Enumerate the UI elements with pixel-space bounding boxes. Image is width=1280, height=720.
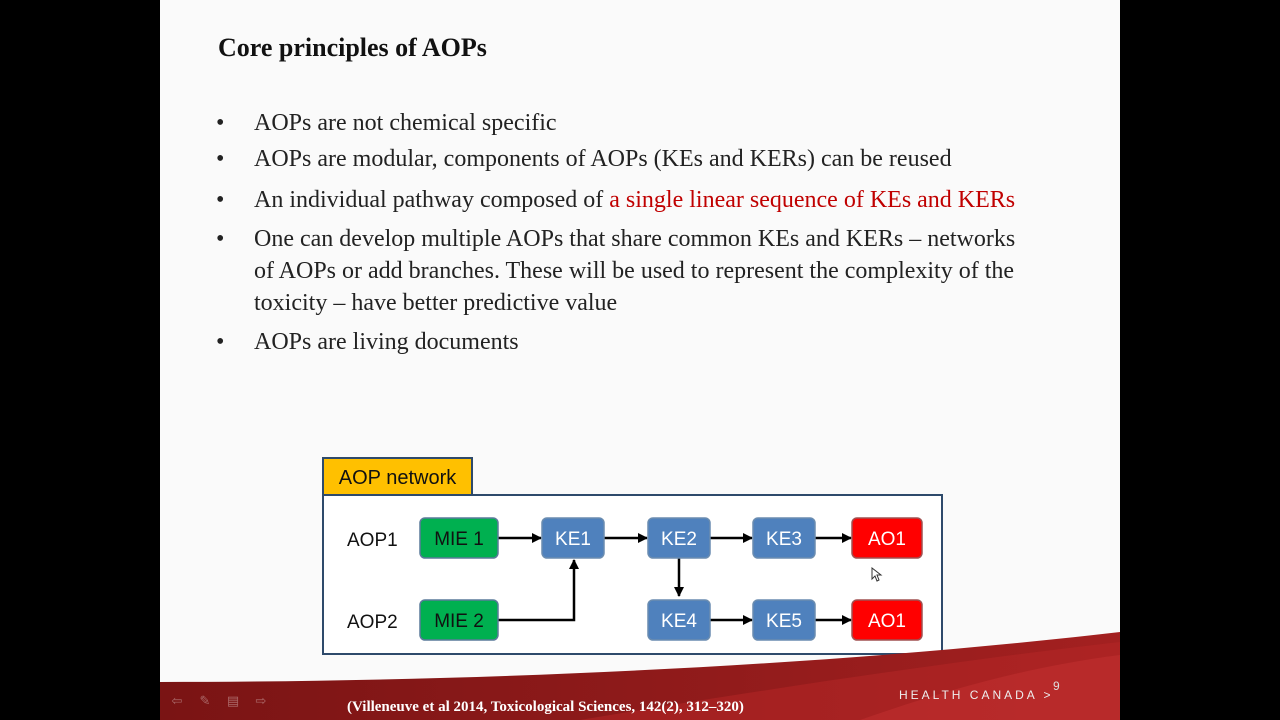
bullet-marker: •	[216, 146, 225, 172]
aop-network-svg: AOP1 AOP2 MIE 1 KE1 KE2	[347, 517, 923, 641]
slide-title: Core principles of AOPs	[218, 33, 487, 62]
menu-icon[interactable]: ▤	[226, 694, 240, 709]
bullet-text: AOPs are living documents	[254, 329, 519, 355]
bullet-marker: •	[216, 226, 225, 252]
svg-text:KE2: KE2	[661, 529, 697, 550]
svg-text:AO1: AO1	[868, 611, 906, 632]
organization-label: HEALTH CANADA >	[899, 688, 1054, 702]
node-ke2: KE2	[647, 517, 711, 559]
row-label-aop1: AOP1	[347, 530, 398, 551]
svg-text:AO1: AO1	[868, 529, 906, 550]
bullet-highlight-text: a single linear sequence of KEs and KERs	[609, 187, 1016, 213]
bullet-item: • An individual pathway composed of a si…	[214, 184, 1034, 216]
bullet-item: • AOPs are living documents	[214, 326, 1034, 358]
bullet-marker: •	[216, 329, 225, 355]
arrow-left-icon[interactable]: ⇦	[171, 694, 183, 709]
node-ke5: KE5	[752, 599, 816, 641]
bullet-item: • AOPs are modular, components of AOPs (…	[214, 143, 1034, 175]
slide-toolbar: ⇦ ✎ ▤ ⇨	[168, 694, 270, 710]
svg-text:KE3: KE3	[766, 529, 802, 550]
svg-text:KE1: KE1	[555, 529, 591, 550]
mouse-cursor-icon	[871, 567, 883, 582]
page-number: 9	[1053, 679, 1060, 693]
node-ke3: KE3	[752, 517, 816, 559]
citation: (Villeneuve et al 2014, Toxicological Sc…	[347, 699, 744, 715]
node-ke1: KE1	[541, 517, 605, 559]
node-ao1-top: AO1	[851, 517, 923, 559]
svg-text:KE4: KE4	[661, 611, 697, 632]
slide: Core principles of AOPs • AOPs are not c…	[160, 0, 1120, 720]
bullet-item: • One can develop multiple AOPs that sha…	[214, 223, 1034, 319]
row-label-aop2: AOP2	[347, 612, 398, 633]
pen-icon[interactable]: ✎	[199, 694, 211, 709]
aop-network-diagram: AOP1 AOP2 MIE 1 KE1 KE2	[322, 494, 943, 655]
bullet-list: • AOPs are not chemical specific • AOPs …	[214, 107, 1034, 358]
node-ao1-bottom: AO1	[851, 599, 923, 641]
node-ke4: KE4	[647, 599, 711, 641]
bullet-marker: •	[216, 110, 225, 136]
aop-network-tab: AOP network	[322, 457, 473, 495]
svg-text:MIE 2: MIE 2	[434, 611, 484, 632]
arrow-mie2-ke1	[498, 559, 579, 622]
bullet-text: AOPs are not chemical specific	[254, 110, 557, 136]
bullet-text: One can develop multiple AOPs that share…	[254, 226, 1016, 316]
svg-text:KE5: KE5	[766, 611, 802, 632]
node-mie1: MIE 1	[419, 517, 499, 559]
bullet-marker: •	[216, 187, 225, 213]
arrow-right-icon[interactable]: ⇨	[255, 694, 267, 709]
node-mie2: MIE 2	[419, 599, 499, 641]
footer-decoration	[160, 632, 1120, 720]
bullet-item: • AOPs are not chemical specific	[214, 107, 1034, 139]
bullet-text: An individual pathway composed of	[254, 187, 610, 213]
bullet-text: AOPs are modular, components of AOPs (KE…	[254, 146, 952, 172]
svg-text:MIE 1: MIE 1	[434, 529, 484, 550]
